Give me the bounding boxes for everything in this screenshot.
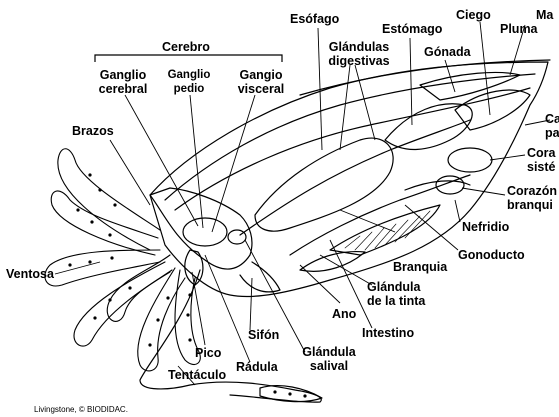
label-radula: Rádula (236, 360, 278, 374)
caecum (455, 90, 530, 130)
label-ganglio-pedio: Ganglio pedio (163, 68, 215, 96)
label-glandula-tinta: Glándula de la tinta (367, 280, 437, 308)
label-branquia: Branquia (393, 260, 447, 274)
label-pico: Pico (195, 346, 221, 360)
eye (228, 230, 246, 244)
esophagus (240, 120, 470, 235)
label-glandulas-digestivas: Glándulas digestivas (320, 40, 398, 68)
label-brazos: Brazos (72, 124, 114, 138)
brain-ganglion (183, 218, 227, 246)
label-ventosa: Ventosa (6, 267, 54, 281)
credit-text: Livingstone, © BIODIDAC. (34, 405, 128, 414)
label-corazon-sistemico-2: sisté (527, 160, 556, 174)
label-esofago: Esófago (290, 12, 339, 26)
systemic-heart (448, 148, 492, 172)
siphon (240, 262, 280, 292)
label-ciego: Ciego (456, 8, 491, 22)
label-corazon-branquial-1: Corazón (507, 184, 557, 198)
cerebro-bracket (95, 55, 282, 62)
label-ganglio-cerebral: Ganglio cerebral (92, 68, 154, 96)
label-gonada: Gónada (424, 45, 471, 59)
label-tentaculo: Tentáculo (168, 368, 226, 382)
stomach (385, 104, 472, 150)
intestine (290, 175, 470, 255)
label-pluma: Pluma (500, 22, 538, 36)
label-corazon-sistemico-1: Cora (527, 146, 555, 160)
label-glandula-salival: Glándula salival (297, 345, 361, 373)
beak (185, 250, 203, 285)
label-capa-partial2: pa (545, 126, 559, 140)
label-ano: Ano (332, 307, 356, 321)
label-estomago: Estómago (382, 22, 442, 36)
label-nefridio: Nefridio (462, 220, 509, 234)
label-gonoducto: Gonoducto (458, 248, 525, 262)
label-cerebro: Cerebro (162, 40, 210, 54)
digestive-gland (255, 138, 393, 231)
label-intestino: Intestino (362, 326, 414, 340)
label-capa-partial: Ca (545, 112, 559, 126)
label-manto-partial: Ma (536, 8, 553, 22)
label-sifon: Sifón (248, 328, 279, 342)
label-gangio-visceral: Gangio visceral (232, 68, 290, 96)
label-corazon-branquial-2: branqui (507, 198, 553, 212)
